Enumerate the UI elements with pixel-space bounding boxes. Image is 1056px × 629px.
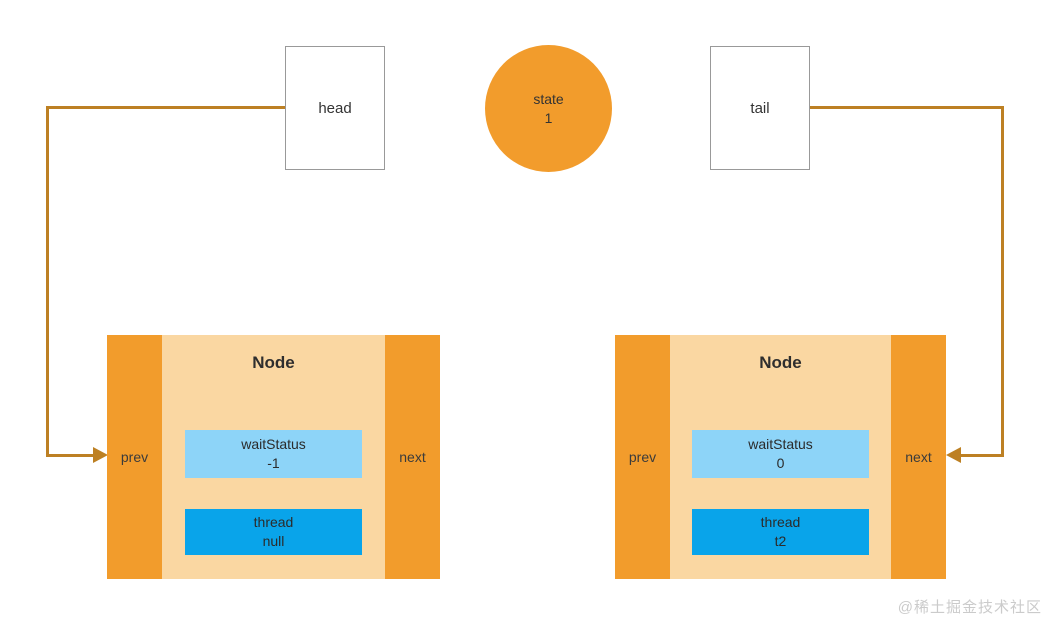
head-connector-horizontal-segment [46,106,285,109]
node-right-thread-box: thread t2 [692,509,869,555]
node-right-next-column: next [891,335,946,579]
watermark: @稀土掘金技术社区 [897,599,1042,616]
state-circle: state 1 [485,45,612,172]
node-left-next-column: next [385,335,440,579]
tail-connector-vertical-segment [1001,106,1004,457]
node-left-thread-label: thread [253,514,294,531]
node-right-waitstatus-value: 0 [776,455,785,471]
tail-connector-arrowhead-icon [946,447,961,463]
node-right-title: Node [759,353,802,372]
node-left-prev-column: prev [107,335,162,579]
node-right-thread-value: t2 [774,533,787,549]
head-pointer-box: head [285,46,385,170]
state-label: state [533,91,564,108]
tail-pointer-box: tail [710,46,810,170]
node-right-prev-column: prev [615,335,670,579]
node-left-prev-label: prev [120,449,149,465]
tail-connector-horizontal-segment [810,106,1004,109]
node-right-body: Node waitStatus 0 thread t2 [670,335,891,579]
head-connector-approach-segment [46,454,94,457]
node-right-waitstatus-box: waitStatus 0 [692,430,869,478]
node-right-next-label: next [905,449,932,465]
node-right-thread-label: thread [760,514,801,531]
head-connector-vertical-segment [46,106,49,457]
node-left-waitstatus-value: -1 [267,455,280,471]
node-right-waitstatus-label: waitStatus [748,436,813,453]
node-left: prev Node waitStatus -1 thread null next [107,335,440,579]
tail-connector-approach-segment [961,454,1004,457]
node-left-thread-box: thread null [185,509,362,555]
node-left-waitstatus-box: waitStatus -1 [185,430,362,478]
node-left-title: Node [252,353,295,372]
tail-pointer-label: tail [750,99,770,117]
head-connector-arrowhead-icon [93,447,108,463]
node-right: prev Node waitStatus 0 thread t2 next [615,335,946,579]
node-left-body: Node waitStatus -1 thread null [162,335,385,579]
state-value: 1 [544,109,553,126]
node-left-thread-value: null [262,533,285,549]
head-pointer-label: head [318,99,352,117]
node-left-waitstatus-label: waitStatus [241,436,306,453]
node-right-prev-label: prev [628,449,657,465]
node-left-next-label: next [399,449,426,465]
